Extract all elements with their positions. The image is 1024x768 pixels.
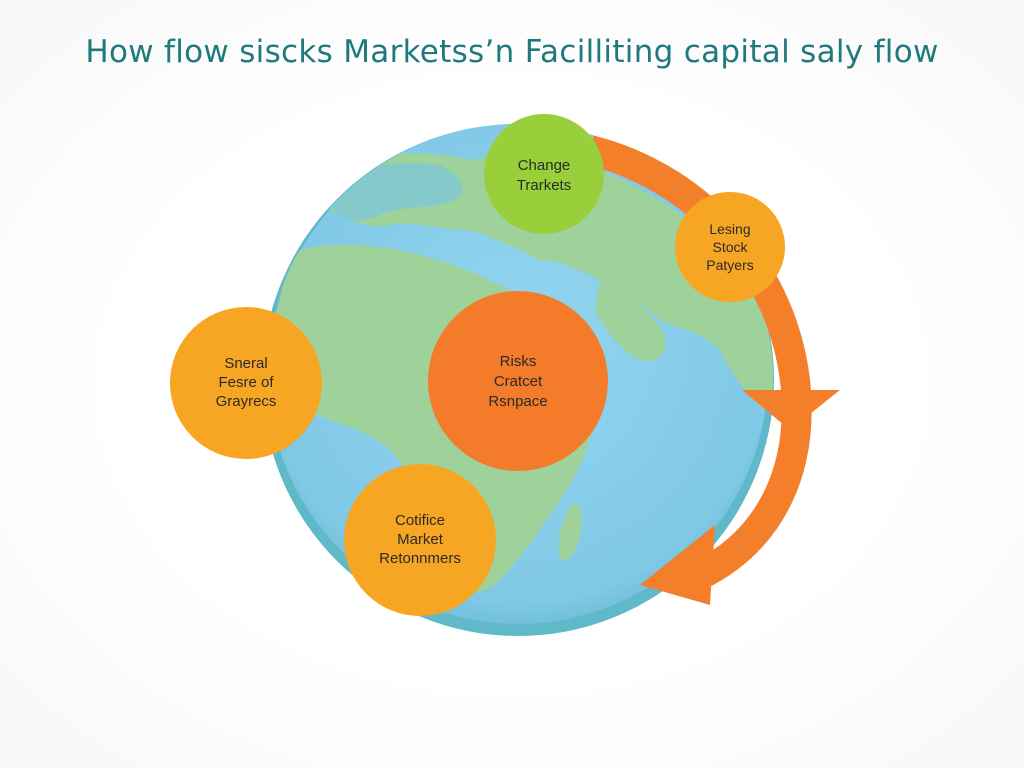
page-title: How flow siscks Marketss’n Facilliting c… [85, 34, 939, 70]
node-lesing-stock-line-1: Lesing [709, 221, 750, 237]
flow-arrow-shaft [586, 135, 812, 589]
node-cotifice-market-circle [344, 464, 496, 616]
node-sneral-fesre-line-2: Fesre of [218, 374, 274, 391]
node-change-trarkets-circle [484, 114, 604, 234]
node-sneral-fesre-line-1: Sneral [224, 355, 267, 372]
node-cotifice-market: Cotifice Market Retonnmers [344, 464, 496, 616]
node-sneral-fesre-circle [170, 307, 322, 459]
node-cotifice-market-line-3: Retonnmers [379, 550, 461, 567]
node-risks-center-circle [428, 291, 608, 471]
node-risks-center-line-3: Rsnpace [488, 393, 547, 410]
flow-arrow-head [640, 525, 715, 605]
node-lesing-stock: Lesing Stock Patyers [675, 192, 785, 302]
node-risks-center: Risks Cratcet Rsnpace [428, 291, 608, 471]
node-lesing-stock-line-2: Stock [712, 239, 748, 255]
node-sneral-fesre-line-3: Grayrecs [216, 393, 277, 410]
node-risks-center-line-2: Cratcet [494, 373, 543, 390]
node-change-trarkets-line-2: Trarkets [517, 177, 571, 194]
land-arabia [595, 280, 666, 362]
flow-arrow-mid-head [742, 390, 840, 430]
node-risks-center-line-1: Risks [500, 353, 537, 370]
node-change-trarkets-line-1: Change [518, 157, 571, 174]
land-eurasia [330, 153, 773, 412]
node-lesing-stock-line-3: Patyers [706, 257, 753, 273]
node-change-trarkets: Change Trarkets [484, 114, 604, 234]
land-madagascar [558, 504, 582, 561]
node-cotifice-market-line-2: Market [397, 531, 444, 548]
flow-arrow [586, 135, 840, 605]
node-cotifice-market-line-1: Cotifice [395, 512, 445, 529]
node-lesing-stock-circle [675, 192, 785, 302]
node-sneral-fesre: Sneral Fesre of Grayrecs [170, 307, 322, 459]
